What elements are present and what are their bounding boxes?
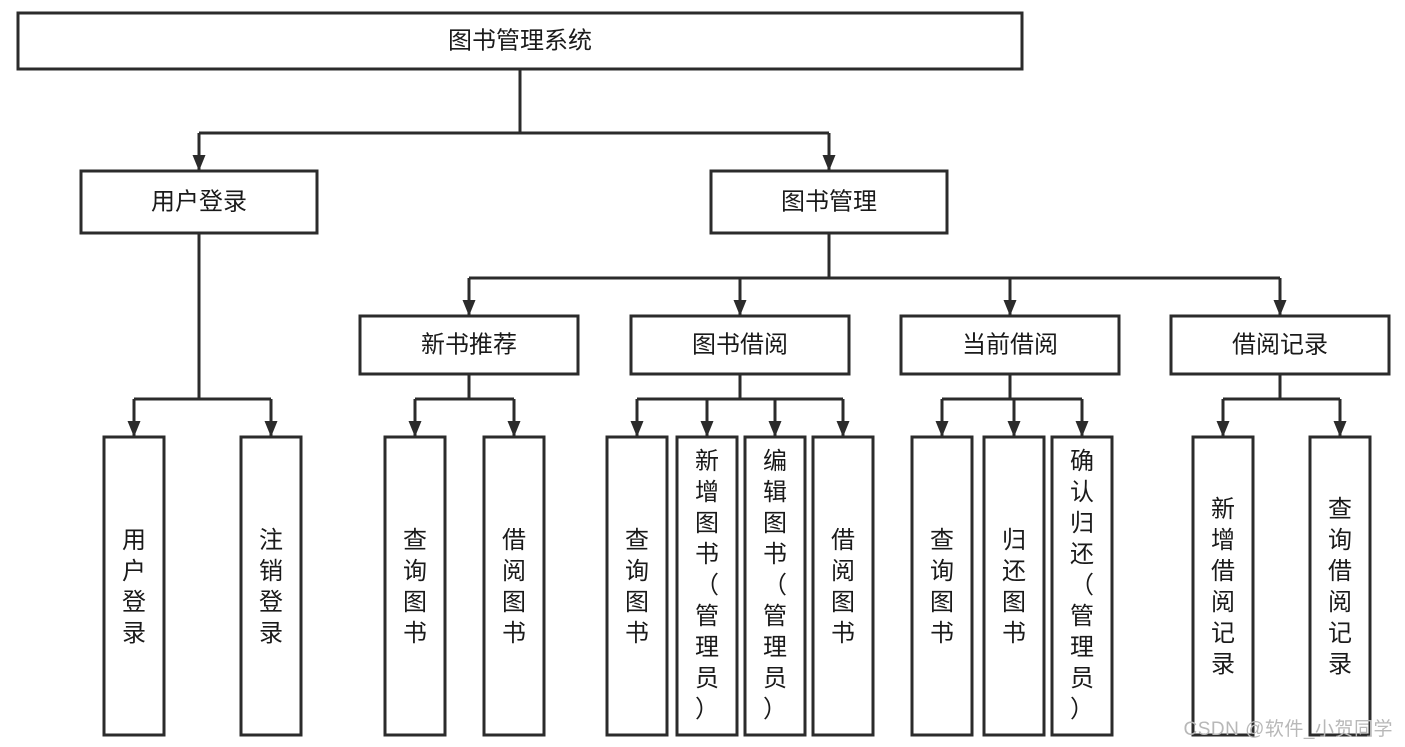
node-box: [16, 11, 1024, 71]
node-box: [482, 435, 546, 737]
arrow-head-icon: [408, 421, 422, 437]
node-label: 注销登录: [259, 527, 283, 647]
node-leaf-borrow-book-rec[interactable]: 借阅图书: [482, 435, 546, 737]
node-leaf-confirm-return-admin[interactable]: 确认归还（管理员）: [1050, 435, 1114, 737]
node-box: [102, 435, 166, 737]
arrow-head-icon: [836, 421, 850, 437]
arrow-head-icon: [1333, 421, 1347, 437]
node-leaf-query-book-rec[interactable]: 查询图书: [383, 435, 447, 737]
node-box: [239, 435, 303, 737]
node-label: 归还图书: [1002, 527, 1026, 647]
node-label: 编辑图书（管理员）: [763, 448, 787, 723]
arrow-head-icon: [1216, 421, 1230, 437]
node-label: 查询图书: [625, 527, 649, 647]
node-book-management[interactable]: 图书管理: [709, 169, 949, 235]
node-box: [910, 435, 974, 737]
node-label: 当前借阅: [962, 331, 1058, 358]
node-leaf-return-book[interactable]: 归还图书: [982, 435, 1046, 737]
arrow-head-icon: [507, 421, 521, 437]
node-box: [1191, 435, 1255, 737]
node-box: [629, 314, 851, 376]
node-leaf-query-book-borrow[interactable]: 查询图书: [605, 435, 669, 737]
node-box: [675, 435, 739, 737]
node-label: 查询图书: [930, 527, 954, 647]
node-leaf-add-book-admin[interactable]: 新增图书（管理员）: [675, 435, 739, 737]
node-label: 用户登录: [122, 527, 146, 647]
node-label: 借阅图书: [831, 527, 855, 647]
arrow-head-icon: [192, 155, 206, 171]
node-leaf-user-login[interactable]: 用户登录: [102, 435, 166, 737]
arrow-head-icon: [1003, 300, 1017, 316]
arrow-head-icon: [1273, 300, 1287, 316]
node-current-borrow[interactable]: 当前借阅: [899, 314, 1121, 376]
node-leaf-user-logout[interactable]: 注销登录: [239, 435, 303, 737]
node-label: 图书借阅: [692, 331, 788, 358]
node-label: 图书管理系统: [448, 27, 592, 54]
node-label: 新增借阅记录: [1211, 496, 1235, 678]
node-box: [1050, 435, 1114, 737]
arrow-head-icon: [264, 421, 278, 437]
node-book-borrow[interactable]: 图书借阅: [629, 314, 851, 376]
node-leaf-query-borrow-record[interactable]: 查询借阅记录: [1308, 435, 1372, 737]
arrow-head-icon: [1007, 421, 1021, 437]
arrow-head-icon: [630, 421, 644, 437]
node-leaf-borrow-book[interactable]: 借阅图书: [811, 435, 875, 737]
arrow-head-icon: [462, 300, 476, 316]
node-new-book-recommend[interactable]: 新书推荐: [358, 314, 580, 376]
node-box: [1169, 314, 1391, 376]
node-layer: 图书管理系统用户登录图书管理新书推荐图书借阅当前借阅借阅记录用户登录注销登录查询…: [16, 11, 1391, 737]
node-label: 借阅记录: [1232, 331, 1328, 358]
node-label: 借阅图书: [502, 527, 526, 647]
node-leaf-query-book-current[interactable]: 查询图书: [910, 435, 974, 737]
node-box: [899, 314, 1121, 376]
arrow-head-icon: [127, 421, 141, 437]
arrow-head-icon: [822, 155, 836, 171]
node-box: [605, 435, 669, 737]
arrow-head-icon: [733, 300, 747, 316]
node-user-login[interactable]: 用户登录: [79, 169, 319, 235]
node-borrow-records[interactable]: 借阅记录: [1169, 314, 1391, 376]
node-label: 确认归还（管理员）: [1070, 448, 1094, 723]
node-box: [709, 169, 949, 235]
arrow-head-icon: [1075, 421, 1089, 437]
node-label: 图书管理: [781, 188, 877, 215]
arrow-head-icon: [768, 421, 782, 437]
node-label: 新增图书（管理员）: [695, 448, 719, 723]
node-box: [982, 435, 1046, 737]
arrow-head-icon: [935, 421, 949, 437]
node-box: [743, 435, 807, 737]
node-box: [1308, 435, 1372, 737]
arrow-head-icon: [700, 421, 714, 437]
node-leaf-edit-book-admin[interactable]: 编辑图书（管理员）: [743, 435, 807, 737]
node-label: 查询图书: [403, 527, 427, 647]
watermark-text: CSDN @软件_小贺同学: [1183, 719, 1393, 740]
node-label: 用户登录: [151, 188, 247, 215]
node-box: [79, 169, 319, 235]
node-label: 查询借阅记录: [1328, 496, 1352, 678]
node-box: [383, 435, 447, 737]
node-box: [811, 435, 875, 737]
node-box: [358, 314, 580, 376]
node-label: 新书推荐: [421, 331, 517, 358]
node-root[interactable]: 图书管理系统: [16, 11, 1024, 71]
node-leaf-add-borrow-record[interactable]: 新增借阅记录: [1191, 435, 1255, 737]
connector-layer: [127, 69, 1347, 437]
